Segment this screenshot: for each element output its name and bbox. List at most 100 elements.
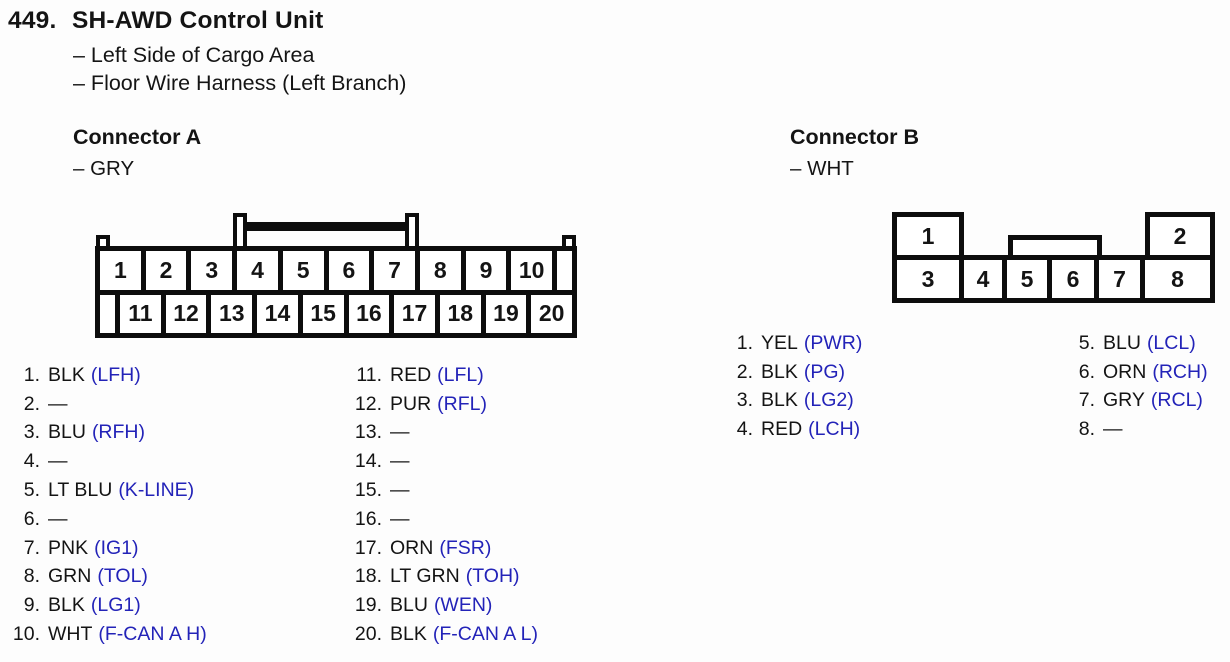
- pin-row: 8.—: [1055, 415, 1208, 444]
- pin-cell: 1: [100, 251, 146, 290]
- pin-number: 8.: [23, 565, 40, 588]
- pin-cell: 2: [146, 251, 192, 290]
- pin-number: 18.: [354, 565, 382, 588]
- pin-row: 19.BLU(WEN): [342, 591, 538, 620]
- signal-name: (RFH): [91, 421, 146, 444]
- signal-name: (TOH): [465, 565, 520, 588]
- signal-name: (LFH): [90, 363, 141, 386]
- signal-name: (PG): [803, 360, 846, 383]
- pin-number: 1.: [736, 331, 753, 354]
- pin-row: 7.GRY(RCL): [1055, 387, 1208, 416]
- signal-name: (LCH): [808, 418, 861, 441]
- wire-color: BLK: [761, 389, 798, 412]
- connector-a-body: 1 2 3 4 5 6 7 8 9 10 11 12 13 14 15 16 1: [95, 246, 577, 338]
- pin-number: 2.: [23, 392, 40, 415]
- signal-name: (PWR): [803, 331, 863, 354]
- pin-cell: 17: [394, 294, 440, 333]
- pin-row: 9.BLK(LG1): [0, 591, 207, 620]
- pin-cell: 8: [1140, 255, 1215, 303]
- pin-number: 17.: [354, 536, 382, 559]
- wire-color: —: [48, 392, 68, 415]
- pin-number: 13.: [354, 421, 382, 444]
- connector-a-pin-list-col1: 1. BLK(LFH) 2. — 3. BLU(RFH) 4. — 5.LT BLU(K…: [0, 361, 207, 649]
- pin-number: 4.: [736, 418, 753, 441]
- pin-row: 13. —: [342, 419, 538, 448]
- connector-a-title: Connector A: [73, 125, 202, 149]
- pin-cell: 5: [283, 251, 329, 290]
- pin-number: 8.: [1078, 418, 1095, 441]
- signal-name: (LCL): [1146, 331, 1196, 354]
- connector-b-title: Connector B: [790, 125, 919, 149]
- wire-color: —: [390, 479, 410, 502]
- pin-row: 11.RED(LFL): [342, 361, 538, 390]
- pin-row: 6.—: [0, 505, 207, 534]
- connector-b-bottom-row: 3 4 5 6 7 8: [892, 255, 1215, 303]
- pin-row: 3. BLK(LG2): [713, 387, 862, 416]
- pin-row: 17.ORN(FSR): [342, 534, 538, 563]
- connector-a-color: – GRY: [73, 157, 135, 180]
- location-line-1: – Left Side of Cargo Area: [73, 43, 315, 67]
- pin-number: 10.: [12, 623, 40, 646]
- page-title: 449. SH-AWD Control Unit: [8, 7, 323, 35]
- pin-row: 7. PNK(IG1): [0, 534, 207, 563]
- pin-row: 6. ORN(RCH): [1055, 358, 1208, 387]
- pin-number: 1.: [23, 363, 40, 386]
- pin-row: 14.—: [342, 447, 538, 476]
- signal-name: (LG2): [803, 389, 854, 412]
- wire-color: RED: [761, 418, 803, 441]
- unit-title: SH-AWD Control Unit: [72, 7, 324, 34]
- wire-color: —: [390, 421, 410, 444]
- latch-bar: [245, 222, 407, 231]
- wire-color: BLU: [48, 421, 86, 444]
- pin-row: 5.LT BLU(K-LINE): [0, 476, 207, 505]
- pin-row: 1. BLK(LFH): [0, 361, 207, 390]
- signal-name: (RCH): [1152, 360, 1208, 383]
- item-number: 449.: [8, 7, 57, 34]
- pin-cell: 3: [191, 251, 238, 290]
- connector-a-top-row: 1 2 3 4 5 6 7 8 9 10: [100, 251, 572, 295]
- pin-cell: 10: [511, 251, 558, 290]
- pin-number: 3.: [23, 421, 40, 444]
- pin-cell: 2: [1145, 212, 1215, 260]
- pin-number: 15.: [354, 479, 382, 502]
- connector-a-pin-list-col2: 11.RED(LFL) 12.PUR(RFL) 13. — 14.— 15. — 1…: [342, 361, 538, 649]
- wire-color: —: [48, 450, 68, 473]
- pin-row: 12.PUR(RFL): [342, 390, 538, 419]
- wire-color: WHT: [48, 623, 93, 646]
- wire-color: RED: [390, 363, 432, 386]
- pin-row: 2. —: [0, 390, 207, 419]
- pin-number: 7.: [23, 536, 40, 559]
- wire-color: ORN: [1103, 360, 1147, 383]
- pin-cell: 4: [237, 251, 283, 290]
- pin-cell: 11: [120, 294, 166, 333]
- connector-b-color: – WHT: [790, 157, 854, 180]
- pin-cell: 6: [1047, 255, 1099, 303]
- pin-number: 5.: [1078, 331, 1095, 354]
- pin-row: 2.BLK(PG): [713, 358, 862, 387]
- pin-row: 4. RED(LCH): [713, 415, 862, 444]
- pin-row: 16.—: [342, 505, 538, 534]
- wire-color: PNK: [48, 536, 89, 559]
- pin-number: 3.: [736, 389, 753, 412]
- wire-color: BLK: [761, 360, 798, 383]
- wire-color: BLU: [1103, 331, 1141, 354]
- pin-number: 6.: [1078, 360, 1095, 383]
- pin-row: 1.YEL(PWR): [713, 329, 863, 358]
- signal-name: (IG1): [94, 536, 139, 559]
- signal-name: (TOL): [97, 565, 148, 588]
- pin-cell: 8: [420, 251, 466, 290]
- wire-color: BLK: [390, 623, 427, 646]
- connector-b-pin-list-col1: 1.YEL(PWR) 2.BLK(PG) 3. BLK(LG2) 4. RED(LC…: [713, 329, 863, 444]
- pin-number: 4.: [23, 450, 40, 473]
- pin-number: 7.: [1078, 389, 1095, 412]
- signal-name: (WEN): [433, 594, 493, 617]
- pin-row: 8.GRN(TOL): [0, 563, 207, 592]
- pin-cell: 6: [329, 251, 375, 290]
- wire-color: BLK: [48, 363, 85, 386]
- pin-cell: 7: [1094, 255, 1145, 303]
- signal-name: (LG1): [90, 594, 141, 617]
- signal-name: (LFL): [437, 363, 484, 386]
- signal-name: (K-LINE): [118, 479, 195, 502]
- location-line-2: – Floor Wire Harness (Left Branch): [73, 71, 407, 95]
- pin-row: 4. —: [0, 447, 207, 476]
